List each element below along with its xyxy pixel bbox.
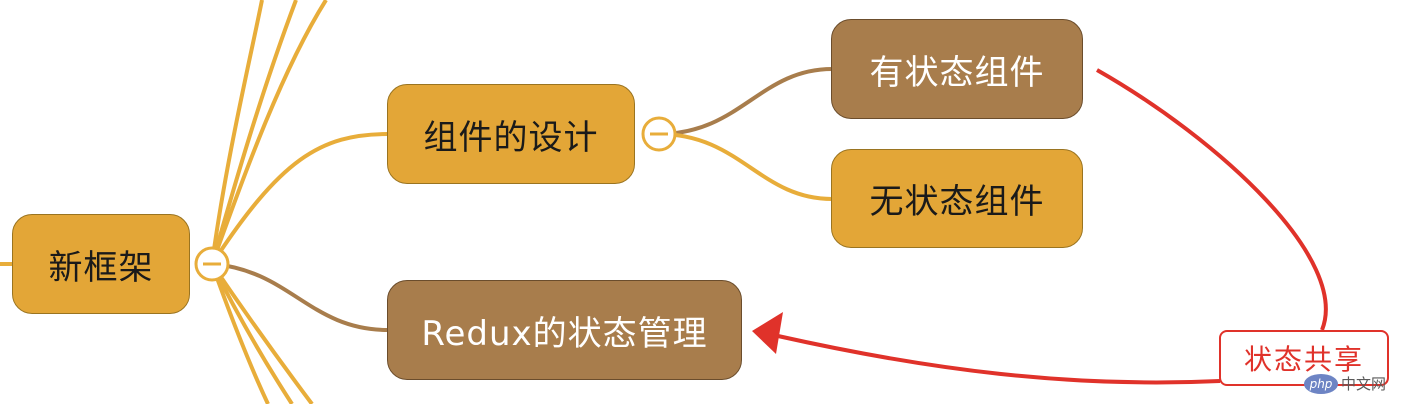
annotation-arrow-line [777, 334, 1221, 385]
php-logo-icon: php [1304, 373, 1338, 394]
branch-up-1 [210, 0, 298, 265]
watermark: php 中文网 [1304, 373, 1386, 394]
annotation-state-sharing[interactable]: 状态共享 [1219, 330, 1389, 386]
branch-root-redux [211, 262, 389, 332]
node-redux-state[interactable]: Redux的状态管理 [387, 280, 742, 380]
branch-down-1 [210, 263, 270, 404]
node-component-design[interactable]: 组件的设计 [387, 84, 635, 184]
collapse-icon[interactable] [194, 246, 230, 282]
node-root[interactable]: 新框架 [12, 214, 190, 314]
branch-up-2 [210, 0, 328, 265]
branch-down-2 [210, 263, 294, 404]
node-stateless-component[interactable]: 无状态组件 [831, 149, 1083, 248]
watermark-text: 中文网 [1341, 375, 1387, 393]
branch-up-3 [210, 0, 264, 265]
branch-down-3 [210, 262, 314, 404]
collapse-icon[interactable] [641, 116, 677, 152]
node-stateful-component[interactable]: 有状态组件 [831, 19, 1083, 119]
branch-design-stateless [658, 132, 833, 201]
branch-root-design [210, 132, 389, 266]
arrowhead-icon [752, 312, 783, 354]
annotation-curve [1096, 68, 1328, 331]
branch-design-stateful [658, 67, 833, 136]
